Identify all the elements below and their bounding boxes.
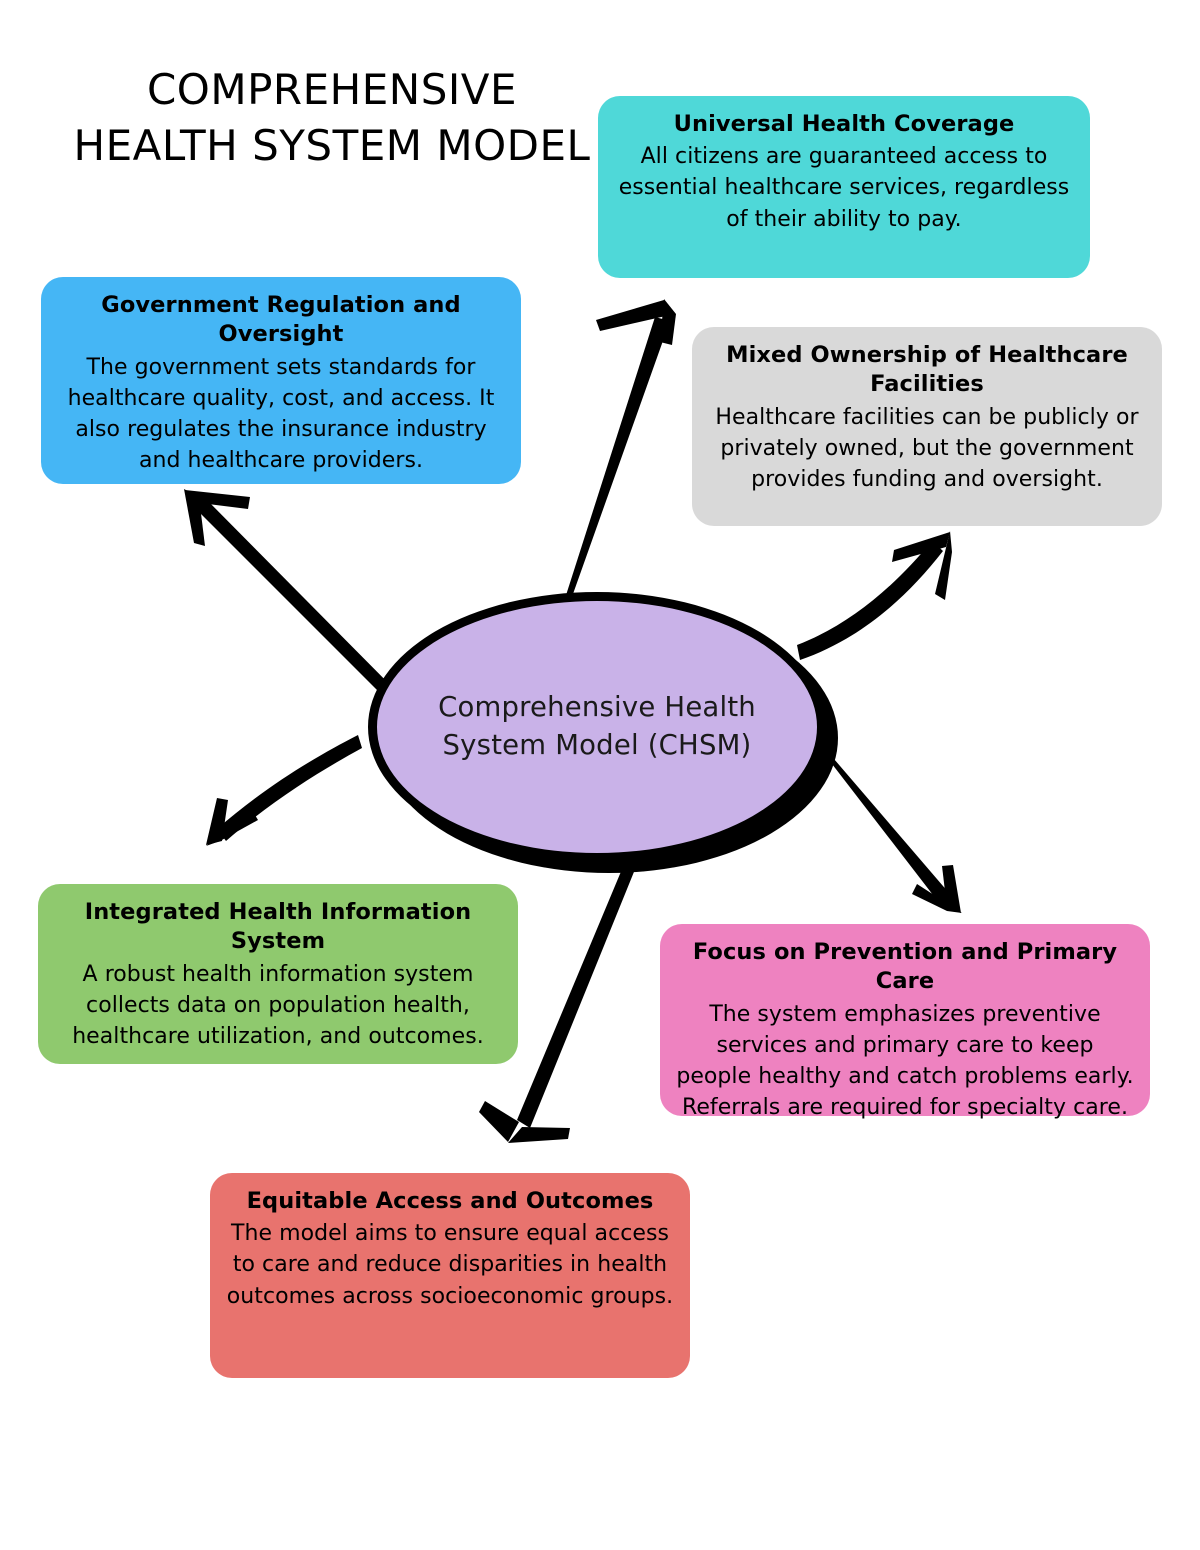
node-title: Government Regulation and Oversight [101,292,461,348]
page-title-line2: HEALTH SYSTEM MODEL [73,120,591,170]
node-title: Mixed Ownership of Healthcare Facilities [726,342,1128,398]
node-integrated-health-information-system[interactable]: Integrated Health Information System A r… [38,884,518,1064]
node-body: Healthcare facilities can be publicly or… [715,404,1139,492]
arrow-center-to-integrated-health-information-system [206,735,362,846]
node-body: The government sets standards for health… [67,354,495,474]
center-node-comprehensive-health-system-model[interactable]: Comprehensive Health System Model (CHSM) [368,592,826,862]
page-title: COMPREHENSIVE HEALTH SYSTEM MODEL [72,62,592,174]
node-mixed-ownership-of-healthcare-facilities[interactable]: Mixed Ownership of Healthcare Facilities… [692,327,1162,526]
node-body: All citizens are guaranteed access to es… [618,144,1070,232]
node-focus-on-prevention-and-primary-care[interactable]: Focus on Prevention and Primary Care The… [660,924,1150,1120]
node-title: Focus on Prevention and Primary Care [692,939,1118,995]
node-universal-health-coverage[interactable]: Universal Health Coverage All citizens a… [598,96,1090,278]
page-title-line1: COMPREHENSIVE [146,65,518,114]
node-body: A robust health information system colle… [72,961,484,1049]
node-government-regulation-and-oversight[interactable]: Government Regulation and Oversight The … [41,277,521,484]
arrow-center-to-universal-health-coverage [560,299,676,614]
node-title: Universal Health Coverage [673,111,1015,137]
node-title: Integrated Health Information System [84,899,472,955]
node-body: The system emphasizes preventive service… [676,1001,1134,1121]
arrow-center-to-mixed-ownership-of-healthcare-facilities [797,531,952,660]
arrow-center-to-focus-on-prevention-and-primary-care [812,738,962,913]
center-node-label: Comprehensive Health System Model (CHSM) [438,691,756,761]
node-body: The model aims to ensure equal access to… [226,1221,674,1309]
node-equitable-access-and-outcomes[interactable]: Equitable Access and Outcomes The model … [210,1173,690,1378]
arrow-center-to-government-regulation-and-oversight [184,489,401,706]
node-title: Equitable Access and Outcomes [246,1188,654,1214]
